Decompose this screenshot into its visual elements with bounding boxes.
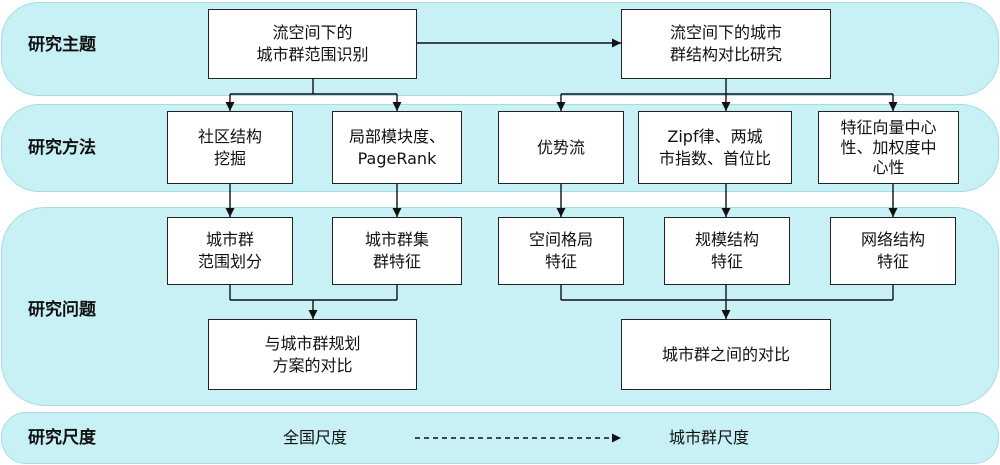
question-box-size: 规模结构特征 [664,217,790,285]
row-label-scale: 研究尺度 [28,428,96,448]
method-box-dominant-flow: 优势流 [498,111,624,184]
question-box-spatial: 空间格局特征 [498,217,624,285]
scale-from: 全国尺度 [283,428,348,447]
row-label-method: 研究方法 [28,138,96,158]
question-box-network: 网络结构特征 [830,217,956,285]
method-box-community: 社区结构挖掘 [167,111,293,184]
scale-to: 城市群尺度 [669,428,750,447]
row-label-question: 研究问题 [28,300,96,320]
question-box-planning: 与城市群规划方案的对比 [208,319,417,390]
row-label-topic: 研究主题 [28,35,96,55]
question-box-cluster: 城市群集群特征 [332,217,462,285]
topic-box-identify: 流空间下的城市群范围识别 [208,9,417,79]
question-box-range: 城市群范围划分 [167,217,293,285]
method-box-zipf: Zipf律、两城市指数、首位比 [638,111,792,184]
band-research-topic [1,2,999,96]
method-box-centrality: 特征向量中心性、加权度中心性 [818,111,959,184]
method-box-modularity: 局部模块度、PageRank [332,111,462,184]
question-box-between: 城市群之间的对比 [621,319,831,390]
topic-box-compare: 流空间下的城市群结构对比研究 [621,9,831,79]
